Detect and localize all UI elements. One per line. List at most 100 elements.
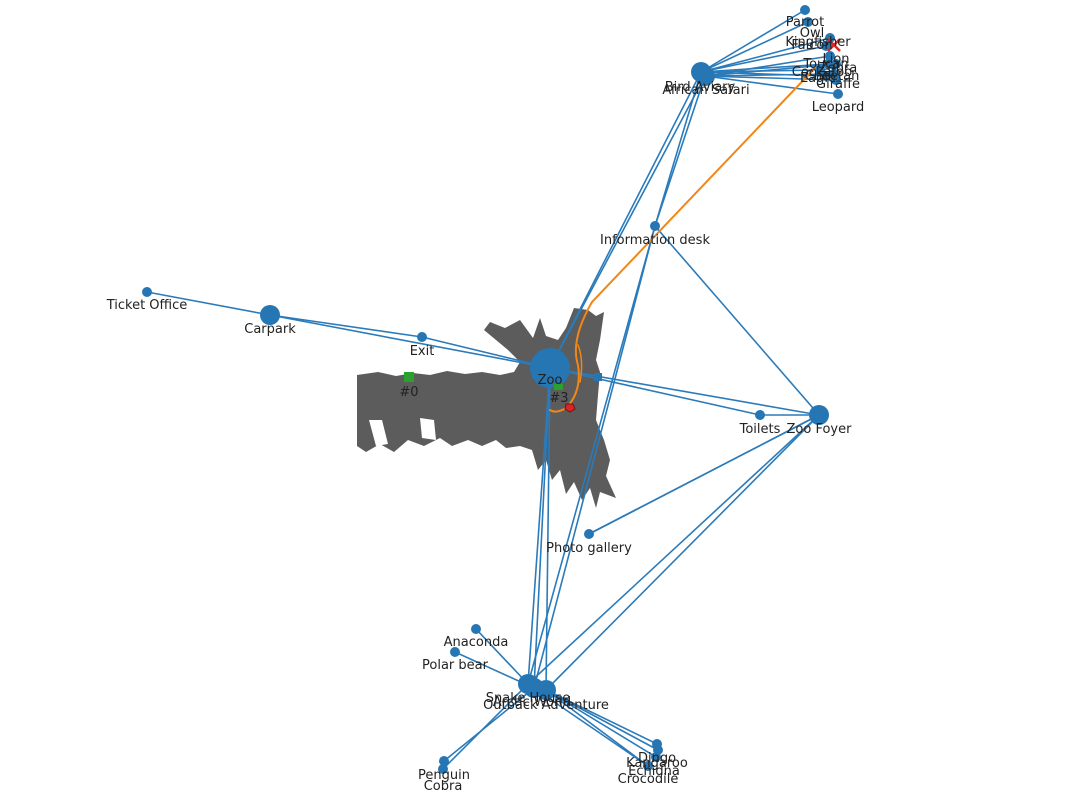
edge-zoo-foyer-to-snake-house <box>527 414 820 685</box>
planned-path-segment <box>577 344 583 383</box>
graph-nodes <box>142 5 843 774</box>
node-label-polar-bear: Polar bear <box>422 658 489 673</box>
waypoint-2-marker <box>554 384 563 390</box>
node-label-arctic-world: Arctic World <box>493 695 571 710</box>
node-label-echidna: Echidna <box>628 764 680 779</box>
node-label-carpark: Carpark <box>244 322 296 337</box>
node-label-information-desk: Information desk <box>600 233 710 248</box>
node-kingfisher[interactable] <box>825 33 835 43</box>
node-lion[interactable] <box>825 51 835 61</box>
waypoint-0-label: #0 <box>399 385 418 400</box>
node-zoo-foyer[interactable] <box>809 405 829 425</box>
graph-labels: ParrotOwlKingfisherFalconLionToucanZebra… <box>106 15 865 794</box>
edge-african-safari-to-lion <box>704 55 831 77</box>
edge-outback-adventure-to-kangaroo <box>545 689 659 751</box>
node-parrot[interactable] <box>800 5 810 15</box>
node-label-crocodile: Crocodile <box>618 772 679 787</box>
node-anaconda[interactable] <box>471 624 481 634</box>
node-label-falcon: Falcon <box>791 38 832 53</box>
node-photo-gallery[interactable] <box>584 529 594 539</box>
edge-carpark-to-zoo <box>269 314 551 369</box>
edge-information-desk-to-snake-house <box>527 225 656 685</box>
node-label-zoo-foyer: Zoo Foyer <box>787 422 853 437</box>
waypoint-markers: #0 #3 <box>399 372 569 406</box>
node-label-eagle: Eagle <box>800 71 836 86</box>
edge-bird-aviary-to-parrot <box>700 9 806 73</box>
edge-information-desk-to-arctic-world <box>533 225 656 689</box>
edge-zoo-to-outback-adventure <box>545 367 551 691</box>
node-african-safari[interactable] <box>695 66 715 86</box>
edge-information-desk-to-african-safari <box>654 75 706 227</box>
waypoint-2-label: #3 <box>549 391 568 406</box>
edge-outback-adventure-to-dingo <box>545 689 658 745</box>
edge-outback-adventure-to-crocodile <box>545 689 649 767</box>
node-label-dingo: Dingo <box>638 751 676 766</box>
edge-snake-house-to-anaconda <box>475 628 529 685</box>
edge-bird-aviary-to-toucan <box>700 63 829 73</box>
edge-zoo-to-exit <box>421 336 551 369</box>
node-label-zebra: Zebra <box>819 61 857 76</box>
occupancy-map-notch <box>420 418 436 440</box>
node-label-exit: Exit <box>410 344 435 359</box>
node-echidna[interactable] <box>651 752 661 762</box>
node-label-ticket-office: Ticket Office <box>106 298 188 313</box>
goal-cross-icon <box>827 38 841 52</box>
node-label-outback-adventure: Outback Adventure <box>483 698 609 713</box>
edge-photo-gallery-to-zoo-foyer <box>588 414 820 535</box>
edge-zoo-foyer-to-information-desk <box>654 225 820 416</box>
node-label-kingfisher: Kingfisher <box>785 35 851 50</box>
node-cobra[interactable] <box>438 764 448 774</box>
edge-african-safari-to-giraffe <box>704 75 837 81</box>
node-label-toucan: Toucan <box>802 57 848 72</box>
planned-path <box>549 67 816 413</box>
node-label-anaconda: Anaconda <box>444 635 509 650</box>
node-penguin[interactable] <box>439 756 449 766</box>
node-giraffe[interactable] <box>831 75 841 85</box>
node-eagle[interactable] <box>821 71 831 81</box>
edge-arctic-world-to-penguin <box>443 687 535 762</box>
node-outback-adventure[interactable] <box>536 680 556 700</box>
node-crocodile[interactable] <box>643 761 653 771</box>
node-leopard[interactable] <box>833 89 843 99</box>
robot-marker <box>564 403 576 413</box>
edge-zoo-foyer-to-outback-adventure <box>545 414 820 691</box>
edge-bird-aviary-to-falcon <box>700 45 827 73</box>
node-label-bird-aviary: Bird Aviary <box>665 80 736 95</box>
node-label-toilets: Toilets <box>739 422 781 437</box>
node-falcon[interactable] <box>821 41 831 51</box>
edge-carpark-to-ticket-office <box>146 291 271 316</box>
node-label-parrot: Parrot <box>786 15 824 30</box>
node-owl[interactable] <box>803 17 813 27</box>
edge-african-safari-to-zebra <box>704 63 837 77</box>
node-label-cheetah: Cheetah <box>805 69 860 84</box>
graph-edges <box>146 9 839 770</box>
node-carpark[interactable] <box>260 305 280 325</box>
edge-outback-adventure-to-echidna <box>545 689 657 758</box>
node-label-owl: Owl <box>800 26 824 41</box>
node-label-leopard: Leopard <box>812 100 865 115</box>
edge-information-desk-to-bird-aviary <box>654 71 702 227</box>
node-ticket-office[interactable] <box>142 287 152 297</box>
node-toilets[interactable] <box>755 410 765 420</box>
node-zoo[interactable] <box>530 348 570 388</box>
node-label-giraffe: Giraffe <box>816 77 860 92</box>
edge-zoo-to-snake-house <box>527 367 551 685</box>
node-exit[interactable] <box>417 332 427 342</box>
node-zebra[interactable] <box>831 59 841 69</box>
waypoint-3-marker <box>594 373 602 381</box>
node-label-cobra: Cobra <box>424 779 463 794</box>
planned-path-segment <box>549 67 816 413</box>
edge-bird-aviary-to-kingfisher <box>700 37 831 73</box>
node-polar-bear[interactable] <box>450 647 460 657</box>
edge-zoo-to-arctic-world <box>533 367 551 689</box>
node-label-kangaroo: Kangaroo <box>626 756 688 771</box>
node-label-photo-gallery: Photo gallery <box>546 541 632 556</box>
node-toucan[interactable] <box>823 59 833 69</box>
node-information-desk[interactable] <box>650 221 660 231</box>
edge-zoo-to-toilets <box>549 367 761 416</box>
edge-zoo-to-african-safari <box>549 75 706 369</box>
edge-african-safari-to-leopard <box>704 75 839 95</box>
edge-bird-aviary-to-owl <box>700 21 809 73</box>
node-label-lion: Lion <box>822 52 849 67</box>
